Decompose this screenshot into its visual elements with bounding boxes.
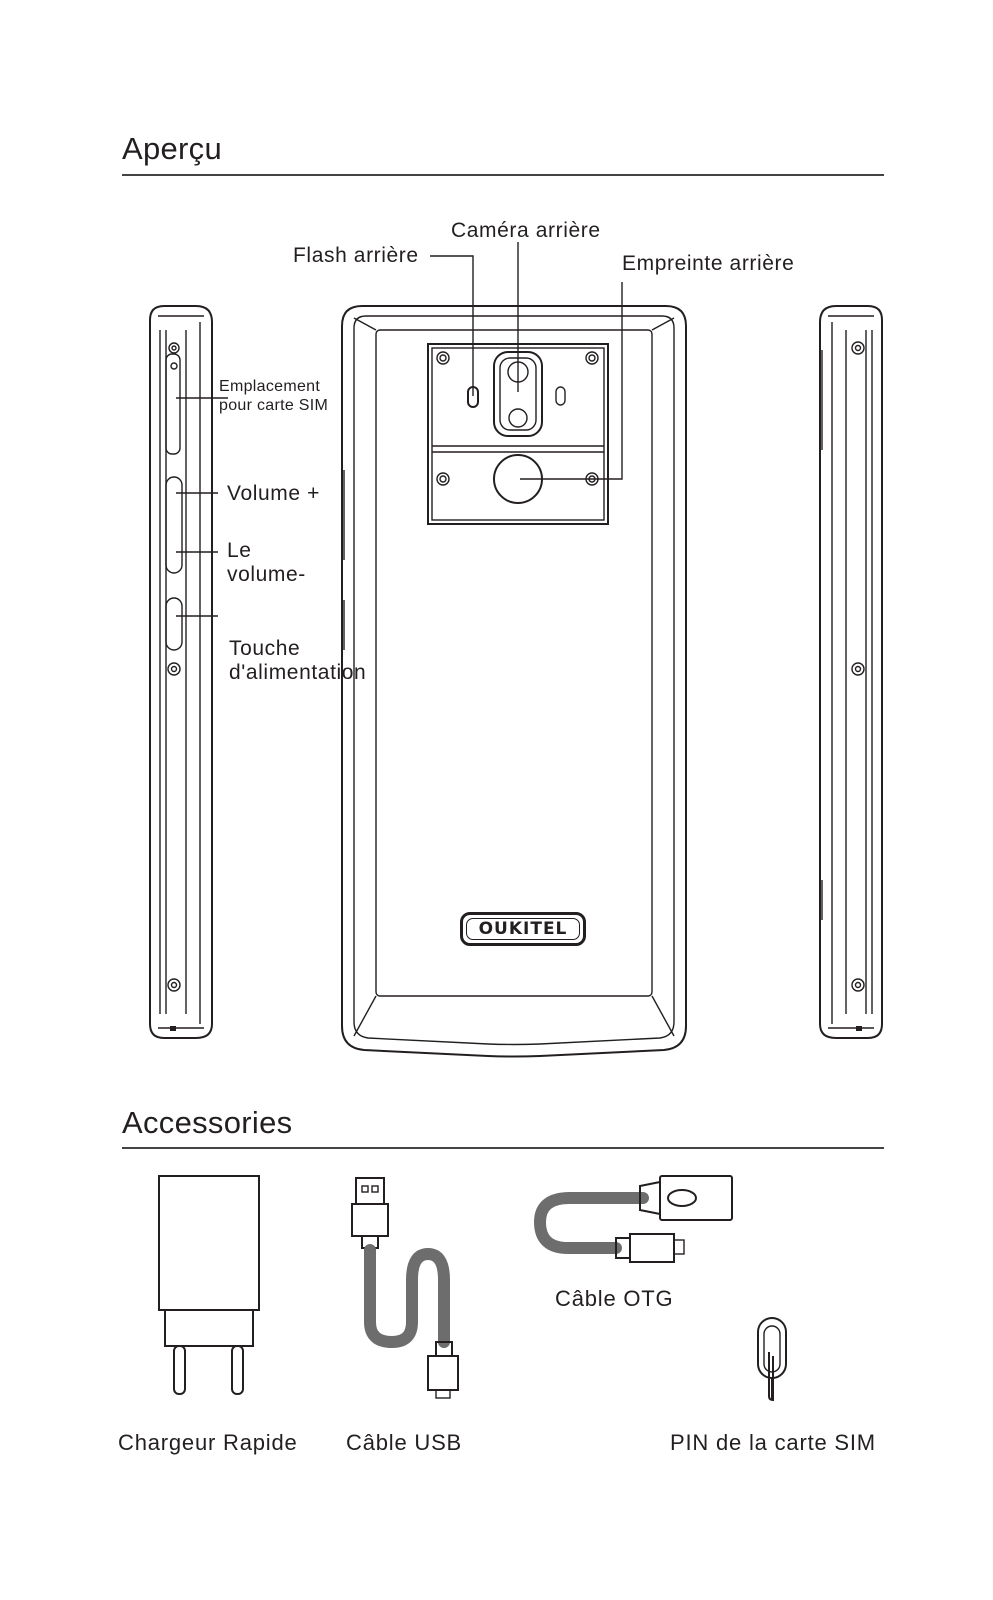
caption-otg-cable: Câble OTG (555, 1286, 674, 1311)
label-volume-down-line1: Le (227, 539, 252, 562)
caption-charger: Chargeur Rapide (118, 1430, 298, 1455)
usb-cable-icon (351, 1177, 459, 1399)
caption-usb-cable: Câble USB (346, 1430, 463, 1455)
caption-sim-pin: PIN de la carte SIM (670, 1430, 876, 1455)
oukitel-logo-text: OUKITEL (478, 919, 568, 939)
label-rear-fingerprint: Empreinte arrière (622, 252, 795, 275)
phone-right-side-view (819, 305, 883, 1039)
sim-pin-icon (757, 1317, 787, 1402)
accessories-title: Accessories (122, 1105, 293, 1140)
label-volume-up: Volume + (227, 482, 320, 505)
oukitel-logo: OUKITEL (460, 912, 586, 946)
label-sim-slot-line1: Emplacement (219, 378, 321, 395)
accessories-divider (122, 1147, 884, 1149)
charger-icon (158, 1175, 260, 1395)
otg-cable-icon (534, 1175, 733, 1263)
phone-back-view (341, 242, 687, 1058)
overview-divider (122, 174, 884, 176)
phone-left-side-view (149, 305, 228, 1039)
label-power-line1: Touche (229, 637, 301, 660)
label-rear-camera: Caméra arrière (451, 219, 601, 242)
label-volume-down-line2: volume- (227, 563, 306, 586)
overview-title: Aperçu (122, 131, 223, 166)
label-rear-flash: Flash arrière (293, 244, 419, 267)
label-power-line2: d'alimentation (229, 661, 367, 684)
label-sim-slot-line2: pour carte SIM (219, 397, 329, 414)
